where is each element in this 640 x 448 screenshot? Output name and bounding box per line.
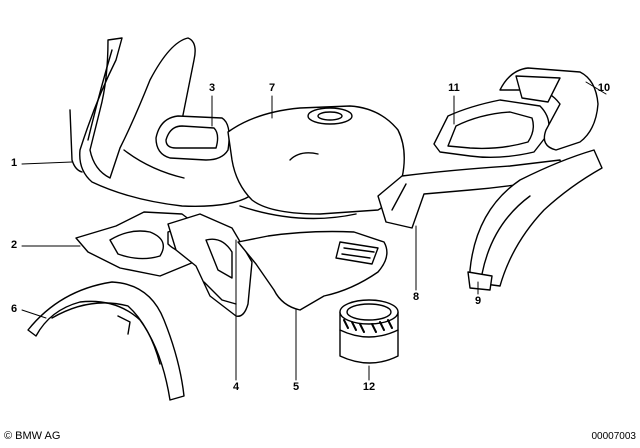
callout-5: 5 [292,381,300,393]
cowl-trim-part [155,115,230,161]
callout-12: 12 [362,381,376,393]
paint-can-part [339,299,399,364]
drawing-number: 00007003 [591,431,637,442]
front-fender-part [27,281,185,401]
fuel-tank-part [227,105,405,220]
callout-11: 11 [448,82,460,94]
inner-bracket-part [167,213,253,317]
leader-lines [21,81,607,381]
callout-6: 6 [10,303,18,315]
callout-10: 10 [597,82,611,94]
copyright-label: © BMW AG [4,430,61,442]
callout-1: 1 [10,157,18,169]
callout-3: 3 [208,82,216,94]
side-cover-part [237,230,388,311]
seat-hump-part [433,99,550,159]
callout-7: 7 [268,82,276,94]
callout-2: 2 [10,239,18,251]
callout-4: 4 [232,381,240,393]
tail-section-part [499,67,599,151]
rear-fender-part [467,149,603,291]
callout-8: 8 [412,291,420,303]
callout-9: 9 [474,295,482,307]
